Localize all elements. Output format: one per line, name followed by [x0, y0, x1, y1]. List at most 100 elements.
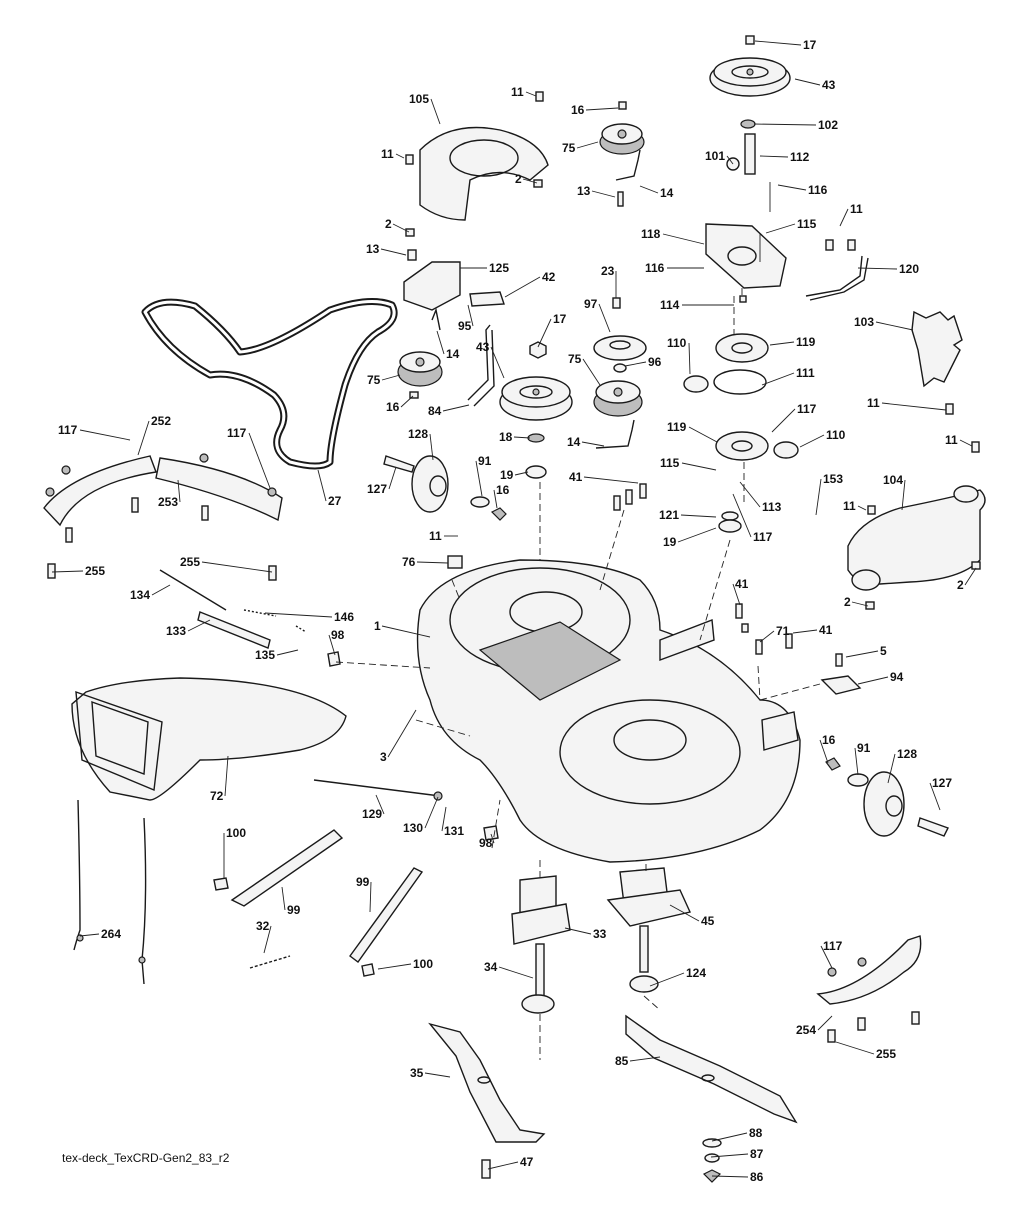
callout-label-72: 72	[210, 789, 224, 803]
callout-leader-11	[881, 402, 947, 411]
callout-label-2: 2	[844, 595, 851, 609]
callout-label-42: 42	[542, 270, 556, 284]
callout-leader-lines	[51, 40, 977, 1178]
callout-label-117: 117	[58, 423, 78, 437]
callout-label-23: 23	[601, 264, 615, 278]
callout-leader-17	[754, 40, 802, 46]
callout-leader-11	[525, 91, 537, 97]
callout-label-94: 94	[890, 670, 904, 684]
callout-leader-47	[487, 1161, 519, 1170]
callout-label-116: 116	[808, 183, 828, 197]
callout-leader-87	[710, 1153, 749, 1158]
callout-leader-14	[581, 441, 605, 447]
gauge-wheel-left	[383, 455, 507, 521]
deck-lift-links	[213, 829, 424, 977]
deck-guard-103	[911, 310, 963, 415]
callout-leader-255	[835, 1041, 875, 1055]
callout-leader-16	[585, 107, 619, 111]
callout-leader-134	[151, 584, 171, 596]
callout-leader-71	[759, 630, 775, 643]
callout-leader-253	[177, 479, 181, 503]
callout-label-88: 88	[749, 1126, 763, 1140]
callout-label-125: 125	[489, 261, 509, 275]
idler-mount-plate	[705, 182, 787, 289]
callout-leader-133	[187, 619, 211, 632]
callout-leader-153	[815, 478, 822, 516]
callout-label-34: 34	[484, 960, 498, 974]
callout-label-32: 32	[256, 919, 270, 933]
callout-label-110: 110	[826, 428, 846, 442]
callout-leader-27	[317, 469, 327, 502]
callout-leader-105	[430, 98, 441, 125]
callout-label-19: 19	[500, 468, 514, 482]
callout-label-47: 47	[520, 1155, 534, 1169]
callout-label-75: 75	[367, 373, 381, 387]
idler-pulley-center	[593, 380, 643, 449]
callout-label-115: 115	[797, 217, 817, 231]
callout-leader-2	[851, 601, 869, 607]
callout-label-16: 16	[822, 733, 836, 747]
callout-label-255: 255	[876, 1047, 896, 1061]
callout-leader-75	[381, 374, 401, 381]
deck-gear-assembly	[683, 288, 799, 533]
callout-leader-255	[201, 561, 273, 573]
callout-label-19: 19	[663, 535, 677, 549]
callout-label-87: 87	[750, 1147, 764, 1161]
idler-arm-84	[467, 324, 495, 407]
callout-label-11: 11	[945, 433, 958, 447]
callout-leader-2	[392, 223, 410, 233]
callout-leader-124	[649, 972, 685, 987]
callout-label-255: 255	[180, 555, 200, 569]
callout-leader-84	[442, 404, 470, 412]
callout-leader-102	[753, 123, 817, 126]
callout-leader-117	[732, 493, 752, 538]
callout-label-11: 11	[511, 85, 524, 99]
callout-leader-118	[662, 233, 705, 245]
callout-leader-13	[591, 190, 616, 198]
callout-leader-45	[669, 904, 700, 922]
callout-label-84: 84	[428, 404, 442, 418]
callout-leader-130	[424, 796, 439, 829]
callout-leader-127	[929, 782, 941, 811]
callout-label-95: 95	[458, 319, 472, 333]
callout-leader-94	[857, 676, 889, 685]
callout-label-134: 134	[130, 588, 150, 602]
callout-leader-16	[819, 739, 829, 764]
callout-leader-117	[820, 945, 833, 969]
callout-label-135: 135	[255, 648, 275, 662]
callout-label-117: 117	[797, 402, 817, 416]
callout-leader-11	[959, 439, 973, 447]
callout-leader-3	[387, 709, 417, 758]
callout-leader-18	[513, 436, 531, 439]
callout-label-71: 71	[776, 624, 790, 638]
callout-leader-11	[395, 153, 405, 159]
callout-leader-33	[564, 927, 592, 935]
callout-leader-75	[576, 141, 599, 149]
callout-leader-2	[522, 178, 538, 184]
callout-label-117: 117	[753, 530, 773, 544]
callout-label-100: 100	[413, 957, 433, 971]
callout-label-131: 131	[444, 824, 464, 838]
belt-cover-104	[847, 441, 986, 610]
callout-label-5: 5	[880, 644, 887, 658]
idler-pulley-97	[593, 297, 647, 373]
deflector-cables-264	[73, 799, 147, 985]
callout-leader-115	[681, 462, 717, 471]
callout-leader-104	[901, 479, 906, 511]
blade-85	[625, 1014, 798, 1183]
callout-label-116: 116	[645, 261, 665, 275]
callout-label-41: 41	[569, 470, 583, 484]
callout-leader-41	[792, 629, 818, 634]
callout-leader-121	[680, 514, 717, 518]
callout-leader-88	[711, 1132, 748, 1142]
callout-label-118: 118	[641, 227, 661, 241]
callout-leader-41	[732, 583, 741, 606]
belt-cover-105	[405, 91, 549, 237]
callout-label-153: 153	[823, 472, 843, 486]
callout-leader-131	[441, 806, 447, 832]
deck-bolts-41	[613, 483, 793, 655]
callout-label-14: 14	[446, 347, 460, 361]
callout-label-13: 13	[577, 184, 591, 198]
callout-label-253: 253	[158, 495, 178, 509]
